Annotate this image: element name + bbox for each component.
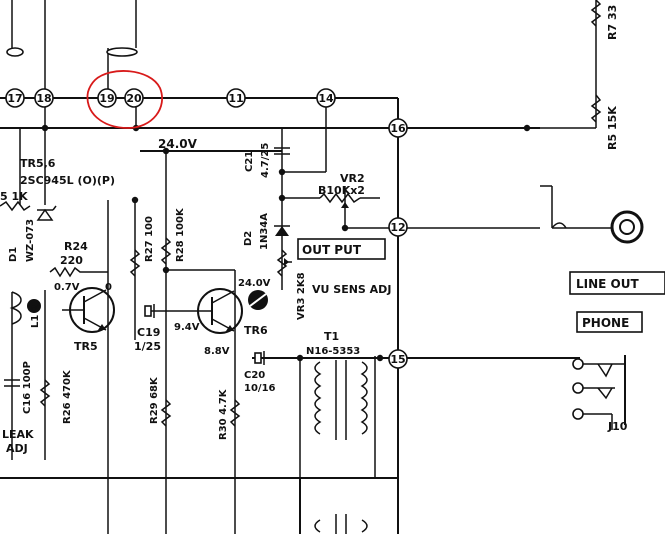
terminal-12: 12 xyxy=(388,217,408,237)
label-d1: D1 xyxy=(8,247,19,262)
label-c19-value: 1/25 xyxy=(134,340,161,353)
svg-text:15: 15 xyxy=(390,353,405,366)
label-leak: LEAK xyxy=(2,428,34,441)
label-adj: ADJ xyxy=(6,442,28,455)
transistor-tr6 xyxy=(197,288,243,334)
label-r-1k: 5 1K xyxy=(0,190,28,203)
label-output: OUT PUT xyxy=(302,243,362,257)
label-c19: C19 xyxy=(137,326,160,339)
svg-text:20: 20 xyxy=(126,92,142,105)
terminal-19: 19 xyxy=(97,88,117,108)
label-j10: J10 xyxy=(607,420,628,433)
vu-trim-knob xyxy=(248,290,268,310)
label-d2-part: 1N34A xyxy=(259,213,270,250)
label-tr6: TR6 xyxy=(244,324,268,337)
label-r24-value: 220 xyxy=(60,254,83,267)
label-vr2-value: B10Kx2 xyxy=(318,184,365,197)
label-v240b: 24.0V xyxy=(238,278,271,289)
capacitors xyxy=(4,147,290,387)
svg-text:14: 14 xyxy=(318,92,334,105)
output-label-box xyxy=(297,238,386,260)
label-d1-part: WZ-073 xyxy=(25,219,36,262)
label-t1: T1 xyxy=(324,330,339,343)
label-tr56-part: 2SC945L (O)(P) xyxy=(20,174,115,187)
label-v94: 9.4V xyxy=(174,322,200,333)
label-r7: R7 33 xyxy=(606,5,619,40)
label-v88: 8.8V xyxy=(204,346,230,357)
svg-text:18: 18 xyxy=(36,92,51,105)
label-r30: R30 4.7K xyxy=(218,388,229,440)
terminal-15: 15 xyxy=(388,349,408,369)
label-r27: R27 100 xyxy=(144,216,155,262)
label-vr2: VR2 xyxy=(340,172,365,185)
transformer-t1 xyxy=(314,360,368,534)
label-tr56: TR5,6 xyxy=(20,157,56,170)
label-c20: C20 xyxy=(244,370,265,381)
line-out-label-box xyxy=(569,271,665,295)
label-line-out: LINE OUT xyxy=(576,277,639,291)
label-c16: C16 100P xyxy=(22,361,33,414)
label-o-mark: 0 xyxy=(105,282,112,293)
red-annotation-circle xyxy=(86,70,163,129)
terminal-14: 14 xyxy=(316,88,336,108)
diode-d1 xyxy=(36,205,57,221)
terminal-16: 16 xyxy=(388,118,408,138)
terminal-18: 18 xyxy=(34,88,54,108)
label-r5: R5 15K xyxy=(606,106,619,150)
junctions xyxy=(41,124,531,362)
terminal-17: 17 xyxy=(5,88,25,108)
lamp-l1 xyxy=(9,291,41,325)
label-d2: D2 xyxy=(243,231,254,246)
svg-text:16: 16 xyxy=(390,122,406,135)
svg-text:12: 12 xyxy=(390,221,405,234)
label-phone: PHONE xyxy=(582,316,629,330)
terminal-11: 11 xyxy=(226,88,246,108)
label-c21: C21 xyxy=(244,151,255,172)
terminal-20: 20 xyxy=(124,88,144,108)
phone-jack-j10 xyxy=(572,355,626,425)
wiring xyxy=(0,0,626,534)
label-v07: 0.7V xyxy=(54,282,80,293)
label-r24: R24 xyxy=(64,240,88,253)
component-labels: R7 33 R5 15K 24.0V C21 4.7/25 TR5,6 2SC9… xyxy=(0,5,639,455)
label-c21-value: 4.7/25 xyxy=(260,143,271,178)
label-c20-value: 10/16 xyxy=(244,383,276,394)
svg-text:19: 19 xyxy=(99,92,114,105)
svg-text:17: 17 xyxy=(7,92,22,105)
label-tr5: TR5 xyxy=(74,340,98,353)
transistor-tr5 xyxy=(62,287,115,333)
resistors xyxy=(0,0,602,427)
label-vu-sens: VU SENS ADJ xyxy=(312,283,391,296)
label-r26: R26 470K xyxy=(62,369,73,424)
phone-label-box xyxy=(576,311,643,333)
svg-text:11: 11 xyxy=(228,92,243,105)
label-vr3: VR3 2K8 xyxy=(296,272,307,320)
connector-pins xyxy=(6,47,138,57)
label-r29: R29 68K xyxy=(149,376,160,424)
diode-d2 xyxy=(274,225,290,236)
label-voltage-24: 24.0V xyxy=(158,137,198,151)
line-out-jack xyxy=(551,210,644,244)
label-l1: L1 2 xyxy=(30,304,41,328)
label-t1-part: N16-5353 xyxy=(306,346,360,357)
label-r28: R28 100K xyxy=(175,207,186,262)
